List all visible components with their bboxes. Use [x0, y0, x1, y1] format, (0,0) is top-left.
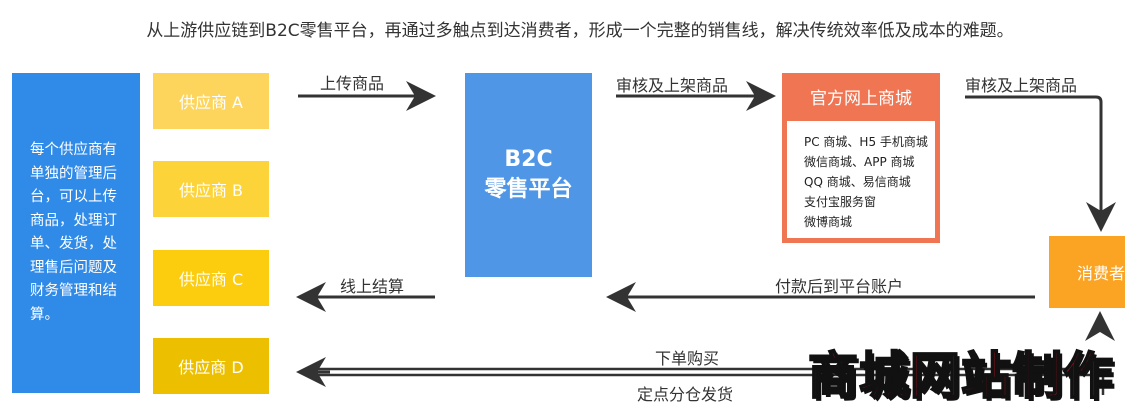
supplier-description: 每个供应商有单独的管理后台，可以上传商品，处理订单、发货，处理售后问题及财务管理… [30, 142, 117, 323]
consumer-box: 消费者 [1049, 236, 1125, 308]
official-mall-box: 官方网上商城 PC 商城、H5 手机商城 微信商城、APP 商城 QQ 商城、易… [782, 73, 940, 243]
watermark: 商城网站制作 [807, 346, 1114, 406]
review-to-consumer-arrow [965, 95, 1116, 232]
ship-label: 定点分仓发货 [637, 385, 734, 404]
supplier-description-panel: 每个供应商有单独的管理后台，可以上传商品，处理订单、发货，处理售后问题及财务管理… [12, 73, 140, 393]
platform-line1: B2C [504, 147, 553, 172]
settle-label: 线上结算 [340, 277, 405, 296]
mall-item: PC 商城、H5 手机商城 [804, 135, 928, 149]
page-title: 从上游供应链到B2C零售平台，再通过多触点到达消费者，形成一个完整的销售线，解决… [146, 21, 1014, 41]
supplier-b: 供应商 B [153, 161, 269, 217]
review-label: 审核及上架商品 [616, 76, 729, 95]
supplier-a: 供应商 A [153, 73, 269, 129]
order-ship-line [308, 367, 1105, 395]
mall-channel-list: PC 商城、H5 手机商城 微信商城、APP 商城 QQ 商城、易信商城 支付宝… [787, 121, 935, 238]
mall-item: 微博商城 [804, 215, 853, 229]
mall-item: 支付宝服务窗 [804, 195, 877, 209]
mall-item: 微信商城、APP 商城 [804, 155, 915, 169]
supplier-d: 供应商 D [153, 338, 269, 394]
mall-title: 官方网上商城 [810, 89, 912, 109]
supplier-c: 供应商 C [153, 250, 269, 306]
b2c-platform-box: B2C 零售平台 [465, 73, 592, 277]
upload-label: 上传商品 [320, 74, 385, 93]
platform-line2: 零售平台 [484, 177, 573, 202]
pay-label: 付款后到平台账户 [775, 277, 904, 296]
order-label: 下单购买 [655, 349, 720, 368]
mall-item: QQ 商城、易信商城 [804, 175, 911, 189]
review-label-2: 审核及上架商品 [965, 76, 1078, 95]
